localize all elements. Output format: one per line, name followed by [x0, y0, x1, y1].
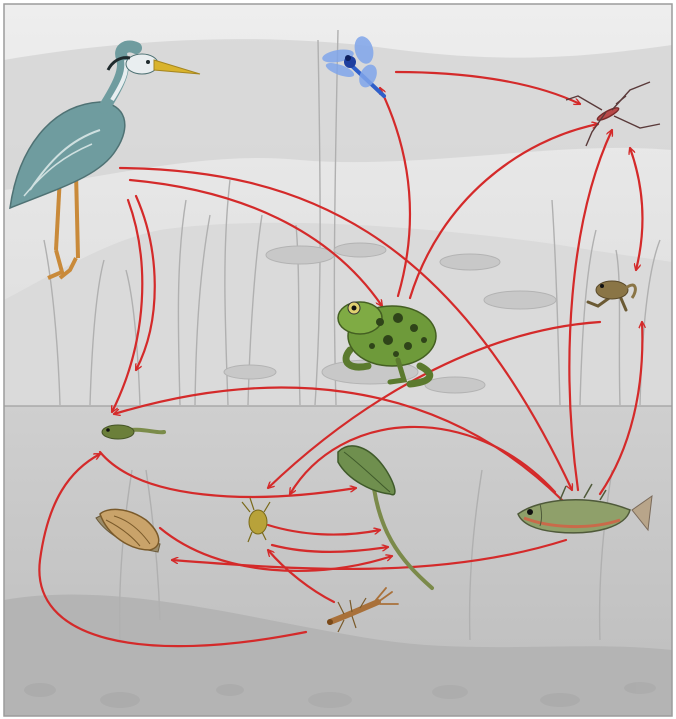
pond-food-web-diagram	[0, 0, 676, 719]
